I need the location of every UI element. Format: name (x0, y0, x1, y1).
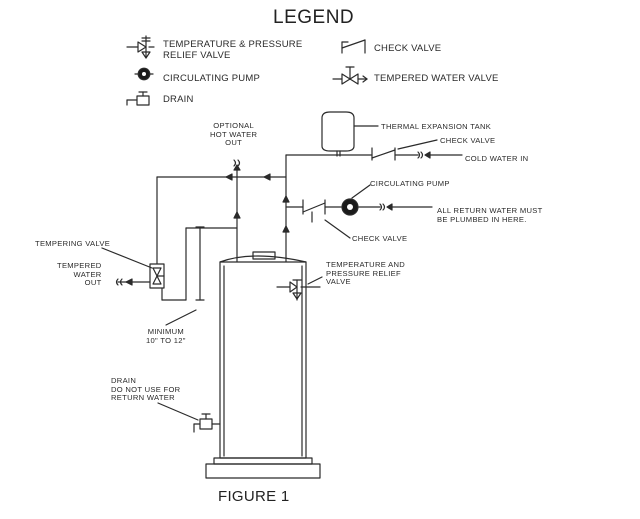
legend-tprv-label: TEMPERATURE & PRESSURE RELIEF VALVE (163, 39, 303, 61)
legend-tempered-water-valve-label: TEMPERED WATER VALVE (374, 73, 499, 84)
legend-drain-label: DRAIN (163, 94, 194, 105)
legend-check-valve-icon (341, 39, 366, 54)
label-tempering-valve: TEMPERING VALVE (35, 239, 111, 248)
label-check-valve-top: CHECK VALVE (440, 136, 496, 145)
tprv-on-tank (276, 276, 323, 301)
label-tprv: TEMPERATURE AND PRESSURE RELIEF VALVE (326, 260, 406, 287)
label-minimum: MINIMUM 10" TO 12" (146, 327, 186, 345)
label-tempered-water-out: TEMPERED WATER OUT (57, 261, 102, 288)
legend-title: LEGEND (273, 7, 355, 28)
legend-circulating-pump-icon (134, 67, 154, 81)
label-drain-note: DRAIN DO NOT USE FOR RETURN WATER (111, 376, 181, 403)
label-optional-hot-water-out: OPTIONAL HOT WATER OUT (210, 121, 258, 148)
legend-drain-icon (126, 91, 150, 106)
cold-water-line (285, 139, 463, 263)
tempering-valve (101, 247, 165, 289)
label-thermal-expansion-tank: THERMAL EXPANSION TANK (381, 122, 492, 131)
legend-tempered-water-valve-icon (332, 66, 368, 85)
return-line (285, 184, 433, 239)
label-all-return-water: ALL RETURN WATER MUST BE PLUMBED IN HERE… (437, 206, 543, 224)
label-circulating-pump: CIRCULATING PUMP (370, 179, 450, 188)
legend-check-valve-label: CHECK VALVE (374, 43, 442, 54)
minimum-dimension (165, 226, 205, 326)
water-heater-tank (205, 251, 321, 479)
legend-tprv-icon (126, 35, 155, 59)
hot-water-piping (156, 159, 290, 301)
thermal-expansion-tank (321, 111, 379, 157)
label-cold-water-in: COLD WATER IN (465, 154, 529, 163)
figure-caption: FIGURE 1 (218, 488, 290, 505)
legend-circulating-pump-label: CIRCULATING PUMP (163, 73, 260, 84)
label-check-valve-lower: CHECK VALVE (352, 234, 408, 243)
drain-on-tank (157, 402, 221, 433)
